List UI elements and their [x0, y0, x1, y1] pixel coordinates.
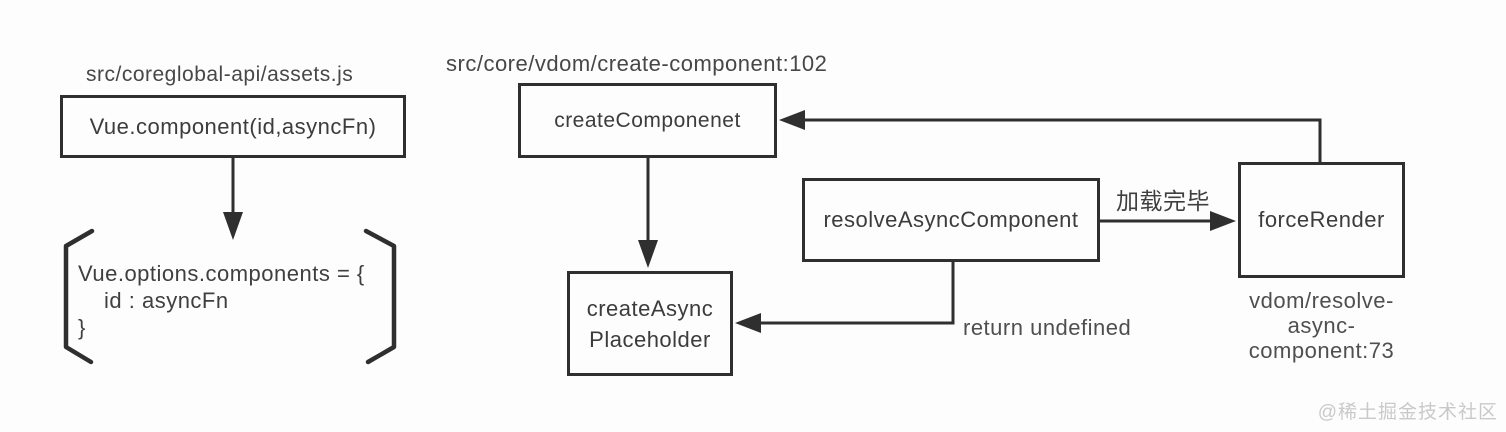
code-bracket-right — [363, 228, 397, 365]
node-create-component: createComponenet — [518, 83, 777, 158]
node-create-async-placeholder-line2: Placeholder — [589, 326, 711, 352]
node-vue-component: Vue.component(id,asyncFn) — [60, 95, 406, 158]
arrowhead-right-forcerender — [1210, 211, 1236, 231]
node-vue-component-label: Vue.component(id,asyncFn) — [89, 113, 377, 139]
edge-label-load-complete: 加载完毕 — [1116, 188, 1210, 214]
arrowhead-down-options — [223, 212, 243, 240]
edge-label-return-undefined: return undefined — [963, 315, 1132, 340]
file-path-label-create-component: src/core/vdom/create-component:102 — [446, 51, 828, 76]
code-bracket-left — [63, 228, 95, 365]
arrowhead-left-placeholder — [735, 313, 761, 333]
arrowhead-down-placeholder — [638, 240, 658, 268]
arrow-resolve-to-placeholder-line — [759, 262, 955, 325]
file-path-label-resolve-line2: async-component:73 — [1248, 313, 1395, 363]
node-resolve-async-component: resolveAsyncComponent — [802, 178, 1100, 262]
options-code-block: Vue.options.components = { id : asyncFn … — [78, 260, 365, 341]
file-path-label-resolve-line1: vdom/resolve- — [1249, 288, 1394, 313]
file-path-label-resolve-async: vdom/resolve- async-component:73 — [1218, 288, 1425, 363]
node-force-render: forceRender — [1238, 162, 1405, 278]
watermark: @稀土掘金技术社区 — [1317, 402, 1498, 423]
file-path-label-assets: src/coreglobal-api/assets.js — [86, 63, 354, 86]
node-create-component-label: createComponenet — [554, 108, 741, 132]
arrowhead-left-createcomponent — [779, 110, 805, 130]
code-line-1: Vue.options.components = { — [78, 261, 365, 286]
node-force-render-label: forceRender — [1258, 207, 1385, 232]
node-resolve-async-component-label: resolveAsyncComponent — [823, 207, 1079, 232]
code-line-2: id : asyncFn — [104, 288, 229, 313]
arrow-forcerender-to-createcomponent-line — [803, 118, 1322, 163]
node-create-async-placeholder: createAsync Placeholder — [567, 271, 733, 376]
node-create-async-placeholder-line1: createAsync — [586, 295, 714, 321]
code-line-3: } — [78, 315, 86, 340]
